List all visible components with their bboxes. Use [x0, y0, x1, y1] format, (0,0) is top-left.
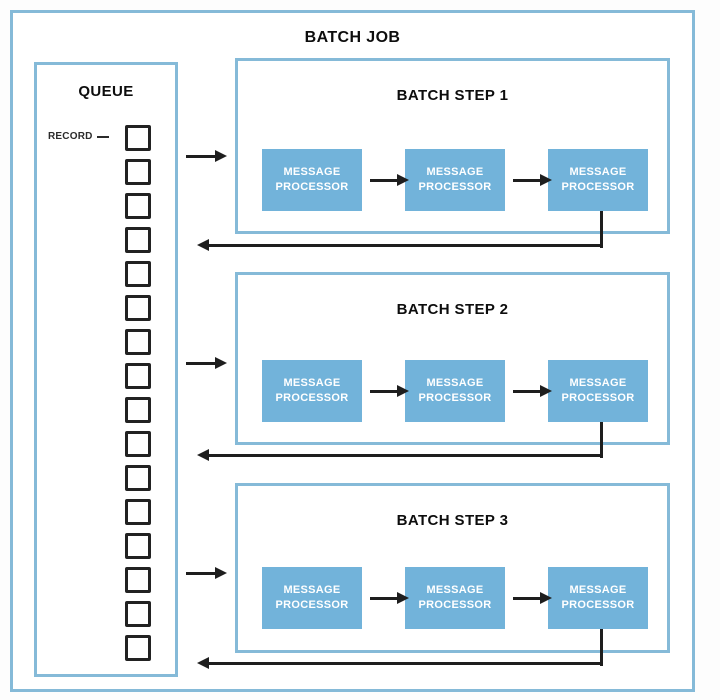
message-processor-box: MESSAGE PROCESSOR — [548, 360, 648, 422]
processor-flow-arrow-icon — [512, 173, 552, 186]
batch-step-title: BATCH STEP 1 — [396, 87, 509, 104]
record-square — [125, 227, 151, 253]
record-pointer-line-icon — [96, 135, 109, 138]
step-to-queue-return-arrow-icon — [197, 657, 603, 669]
return-drop-line — [600, 629, 603, 666]
record-square — [125, 159, 151, 185]
message-processor-box: MESSAGE PROCESSOR — [262, 567, 362, 629]
record-square — [125, 125, 151, 151]
record-square — [125, 499, 151, 525]
record-square — [125, 193, 151, 219]
processor-flow-arrow-icon — [369, 591, 409, 604]
message-processor-label: MESSAGE PROCESSOR — [561, 377, 635, 404]
batch-step-title: BATCH STEP 2 — [396, 301, 509, 318]
record-square — [125, 431, 151, 457]
record-square — [125, 601, 151, 627]
queue-container: QUEUE RECORD — [34, 62, 178, 677]
return-drop-line — [600, 211, 603, 248]
record-square — [125, 567, 151, 593]
return-drop-line — [600, 422, 603, 458]
queue-to-step-arrow-icon — [186, 357, 227, 369]
record-square — [125, 261, 151, 287]
queue-to-step-arrow-icon — [186, 567, 227, 579]
processor-row: MESSAGE PROCESSOR MESSAGE PROCESSOR MESSAG… — [262, 149, 648, 211]
record-label: RECORD — [48, 131, 93, 142]
processor-flow-arrow-icon — [369, 384, 409, 397]
step-to-queue-return-arrow-icon — [197, 239, 603, 251]
queue-to-step-arrow-icon — [186, 150, 227, 162]
record-square — [125, 329, 151, 355]
message-processor-box: MESSAGE PROCESSOR — [262, 360, 362, 422]
record-square — [125, 533, 151, 559]
message-processor-label: MESSAGE PROCESSOR — [418, 166, 492, 193]
message-processor-label: MESSAGE PROCESSOR — [275, 166, 349, 193]
message-processor-box: MESSAGE PROCESSOR — [548, 567, 648, 629]
step-to-queue-return-arrow-icon — [197, 449, 603, 461]
processor-flow-arrow-icon — [512, 384, 552, 397]
message-processor-box: MESSAGE PROCESSOR — [405, 567, 505, 629]
record-square — [125, 295, 151, 321]
record-square — [125, 397, 151, 423]
record-square — [125, 363, 151, 389]
record-label-row: RECORD — [48, 131, 109, 142]
batch-job-title: BATCH JOB — [304, 29, 401, 46]
message-processor-box: MESSAGE PROCESSOR — [262, 149, 362, 211]
message-processor-label: MESSAGE PROCESSOR — [561, 166, 635, 193]
message-processor-label: MESSAGE PROCESSOR — [275, 584, 349, 611]
message-processor-label: MESSAGE PROCESSOR — [418, 377, 492, 404]
record-list — [125, 125, 151, 669]
message-processor-label: MESSAGE PROCESSOR — [418, 584, 492, 611]
processor-row: MESSAGE PROCESSOR MESSAGE PROCESSOR MESSAG… — [262, 567, 648, 629]
processor-flow-arrow-icon — [369, 173, 409, 186]
queue-title: QUEUE — [78, 83, 134, 100]
message-processor-box: MESSAGE PROCESSOR — [405, 149, 505, 211]
message-processor-label: MESSAGE PROCESSOR — [275, 377, 349, 404]
message-processor-box: MESSAGE PROCESSOR — [405, 360, 505, 422]
processor-flow-arrow-icon — [512, 591, 552, 604]
record-square — [125, 635, 151, 661]
batch-step-title: BATCH STEP 3 — [396, 512, 509, 529]
processor-row: MESSAGE PROCESSOR MESSAGE PROCESSOR MESSAG… — [262, 360, 648, 422]
message-processor-box: MESSAGE PROCESSOR — [548, 149, 648, 211]
record-square — [125, 465, 151, 491]
message-processor-label: MESSAGE PROCESSOR — [561, 584, 635, 611]
